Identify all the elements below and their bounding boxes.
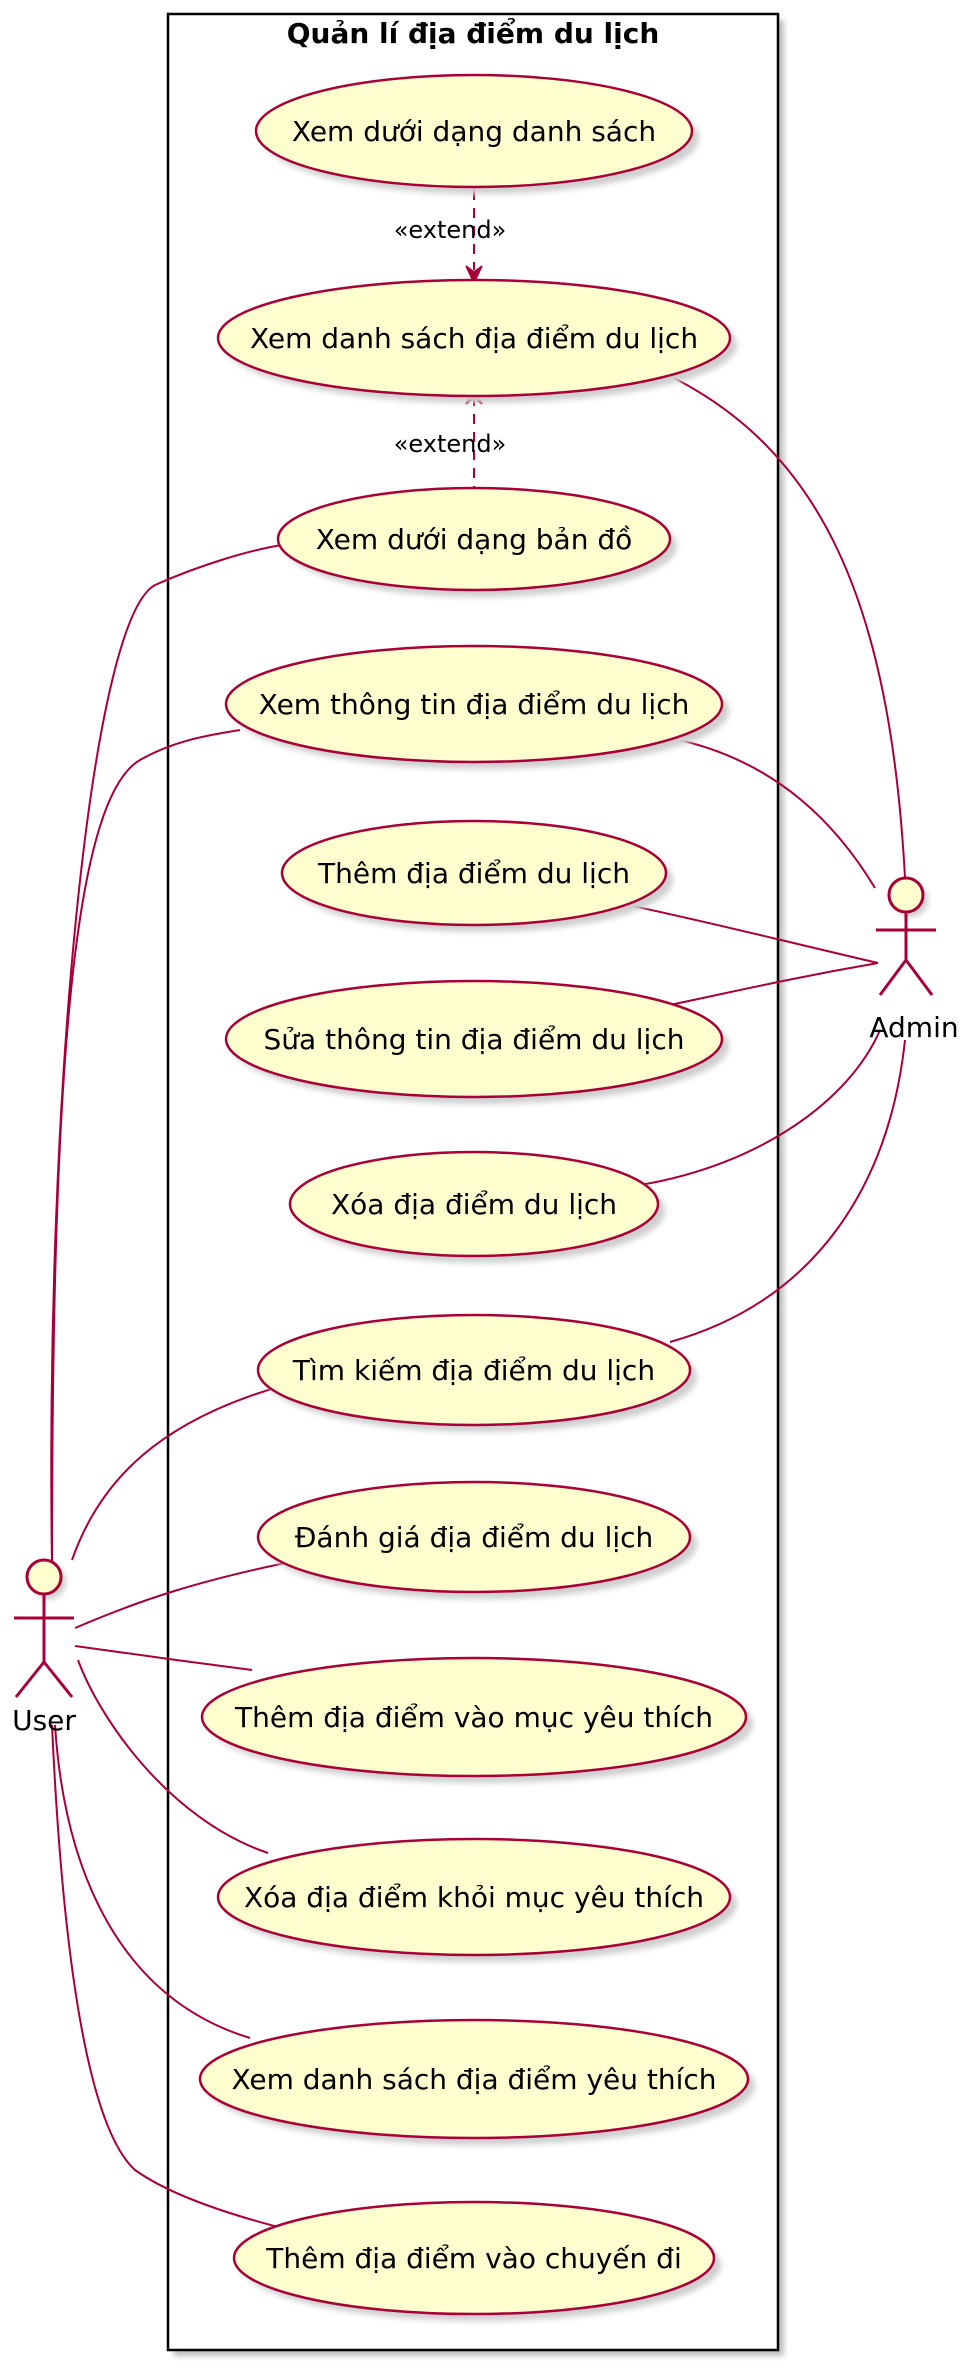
- assoc-admin-list: [667, 374, 906, 879]
- actor-user[interactable]: User: [12, 1558, 76, 1737]
- extend-list-view-arrowhead: [465, 265, 483, 285]
- assoc-user-view-info: [51, 729, 241, 1566]
- use-case-add-to-trip[interactable]: Thêm địa điểm vào chuyến đi: [232, 2200, 721, 2321]
- system-title: Quản lí địa điểm du lịch: [287, 16, 660, 50]
- use-case-label: Sửa thông tin địa điểm du lịch: [264, 1023, 685, 1056]
- assoc-user-map-view: [50, 544, 283, 1566]
- assoc-admin-add: [627, 904, 879, 964]
- assoc-user-fav-list: [54, 1724, 251, 2039]
- admin-actor-icon: [876, 876, 936, 996]
- use-case-label: Đánh giá địa điểm du lịch: [295, 1521, 654, 1554]
- use-case-view-favorites-list[interactable]: Xem danh sách địa điểm yêu thích: [198, 2018, 755, 2145]
- use-case-label: Xem danh sách địa điểm du lịch: [250, 322, 698, 355]
- extend-map-view-label: «extend»: [394, 430, 507, 458]
- assoc-admin-search: [669, 1039, 906, 1343]
- use-case-label: Xóa địa điểm du lịch: [331, 1188, 617, 1221]
- actor-user-label: User: [12, 1704, 76, 1737]
- use-case-view-destination-list[interactable]: Xem danh sách địa điểm du lịch: [216, 278, 737, 403]
- extend-relations: «extend» «extend»: [394, 172, 507, 496]
- user-actor-icon: [14, 1558, 74, 1698]
- assoc-user-add-fav: [74, 1645, 253, 1671]
- use-case-label: Xóa địa điểm khỏi mục yêu thích: [244, 1881, 704, 1914]
- actor-admin-label: Admin: [869, 1011, 958, 1044]
- use-case-label: Xem dưới dạng bản đồ: [316, 523, 633, 556]
- assoc-user-remove-fav: [77, 1659, 269, 1854]
- use-case-label: Thêm địa điểm du lịch: [317, 857, 630, 890]
- assoc-user-add-trip: [51, 1724, 291, 2231]
- use-case-label: Xem danh sách địa điểm yêu thích: [231, 2063, 716, 2096]
- use-case-edit-destination[interactable]: Sửa thông tin địa điểm du lịch: [224, 979, 729, 1104]
- user-associations: [50, 544, 301, 2231]
- use-case-label: Thêm địa điểm vào mục yêu thích: [234, 1701, 713, 1734]
- assoc-user-rate: [74, 1559, 301, 1629]
- use-case-rate-destination[interactable]: Đánh giá địa điểm du lịch: [256, 1480, 697, 1599]
- actor-admin[interactable]: Admin: [869, 876, 959, 1044]
- assoc-admin-delete: [639, 1029, 881, 1186]
- use-case-label: Xem thông tin địa điểm du lịch: [259, 688, 690, 721]
- extend-list-view-label: «extend»: [394, 216, 507, 244]
- use-case-remove-from-favorites[interactable]: Xóa địa điểm khỏi mục yêu thích: [216, 1837, 737, 1962]
- use-case-search-destination[interactable]: Tìm kiếm địa điểm du lịch: [256, 1313, 697, 1432]
- admin-associations: [627, 374, 906, 1343]
- assoc-admin-view-info: [669, 737, 876, 889]
- use-case-view-destination-info[interactable]: Xem thông tin địa điểm du lịch: [224, 644, 729, 769]
- use-case-label: Xem dưới dạng danh sách: [292, 115, 656, 148]
- use-case-label: Thêm địa điểm vào chuyến đi: [265, 2242, 681, 2275]
- use-case-map-view[interactable]: Xem dưới dạng bản đồ: [276, 486, 677, 597]
- use-case-delete-destination[interactable]: Xóa địa điểm du lịch: [288, 1150, 665, 1263]
- use-case-add-to-favorites[interactable]: Thêm địa điểm vào mục yêu thích: [200, 1656, 753, 1783]
- use-case-label: Tìm kiếm địa điểm du lịch: [292, 1354, 655, 1387]
- assoc-admin-edit: [654, 962, 879, 1009]
- assoc-user-search: [71, 1384, 286, 1561]
- use-case-add-destination[interactable]: Thêm địa điểm du lịch: [280, 819, 673, 932]
- use-case-list-view[interactable]: Xem dưới dạng danh sách: [254, 73, 699, 194]
